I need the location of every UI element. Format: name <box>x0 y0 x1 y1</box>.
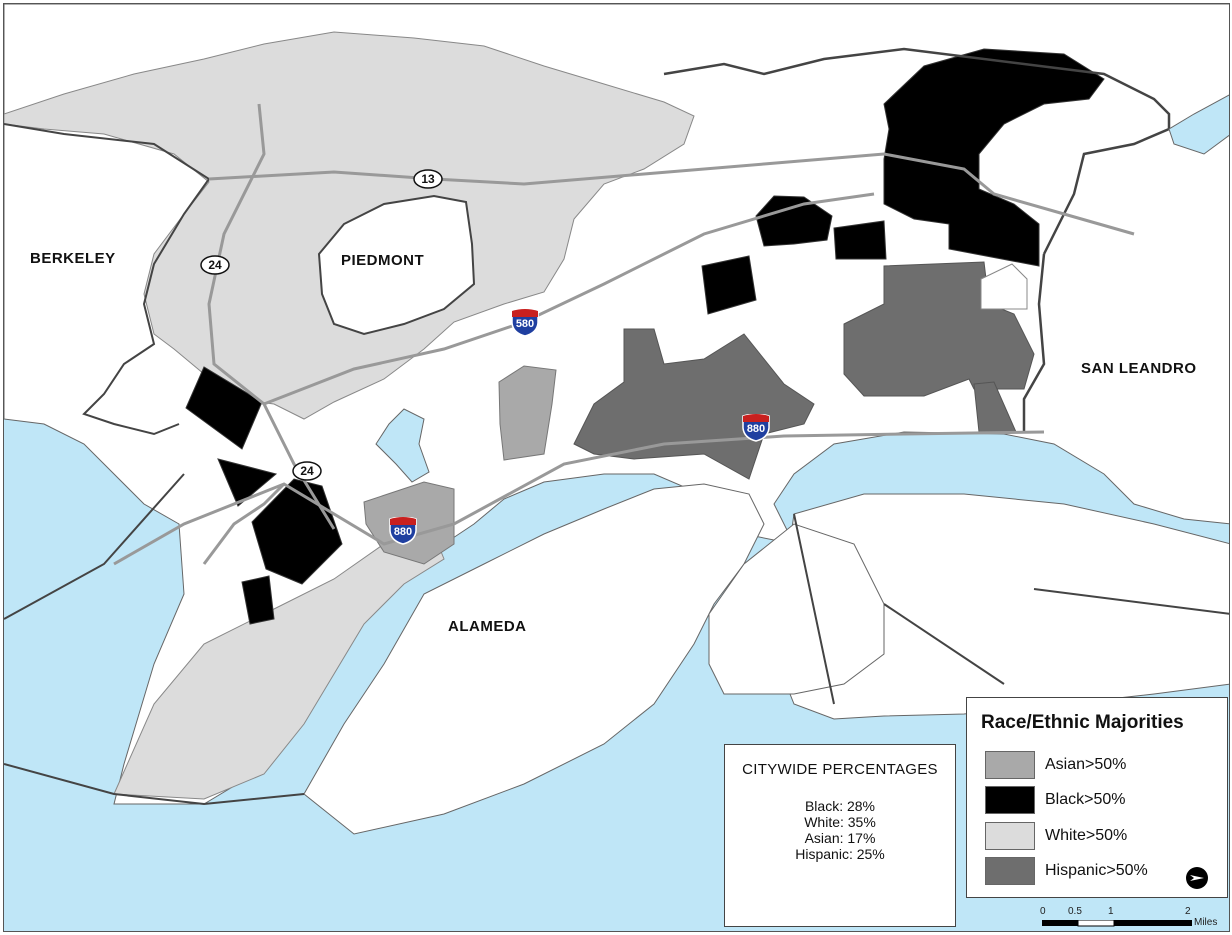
citywide-row-hispanic: Hispanic: 25% <box>795 846 885 862</box>
shield-label-24-south: 24 <box>300 464 314 478</box>
oakland-city-boundary <box>663 47 1171 255</box>
hispanic-majority-fruitvale <box>573 328 815 480</box>
map-canvas <box>4 4 1229 931</box>
state-route-shield-icon-13: 13 <box>413 169 443 189</box>
label-berkeley: BERKELEY <box>30 250 116 267</box>
legend-title: Race/Ethnic Majorities <box>981 712 1184 733</box>
bay-farm-island <box>708 523 885 695</box>
east-white-block-a <box>980 263 1028 310</box>
black-majority-west-b <box>217 458 278 507</box>
highway-980 <box>202 482 286 565</box>
legend-swatch-asian <box>985 751 1035 779</box>
state-route-shield-icon-24-south: 24 <box>292 461 322 481</box>
citywide-row-black: Black: 28% <box>804 798 876 814</box>
interstate-shield-icon-880-west: 880 <box>388 516 418 545</box>
north-arrow-icon <box>1185 866 1209 890</box>
legend-swatch-white <box>985 822 1035 850</box>
black-majority-west-d <box>241 575 275 625</box>
shield-label-880-east: 880 <box>746 423 766 435</box>
shield-label-580: 580 <box>515 318 535 330</box>
legend-label-asian: Asian>50% <box>1045 756 1127 773</box>
label-san-leandro: SAN LEANDRO <box>1081 360 1197 377</box>
legend-label-black: Black>50% <box>1045 791 1126 808</box>
highway-580 <box>263 192 875 406</box>
highway-24 <box>207 103 336 530</box>
citywide-list: Black: 28% White: 35% Asian: 17% Hispani… <box>725 798 955 862</box>
legend-swatch-black <box>985 786 1035 814</box>
white-majority-waterfront <box>113 533 445 800</box>
scale-bar: 0 0.5 1 2 Miles <box>1040 906 1230 932</box>
alameda-island <box>303 483 765 835</box>
highway-880 <box>113 430 1045 566</box>
shield-label-880-west: 880 <box>393 526 413 538</box>
black-majority-east-b <box>833 220 887 260</box>
black-majority-northeast <box>883 48 1105 267</box>
lake-merritt <box>375 408 430 483</box>
legend-box: Race/Ethnic Majorities Asian>50% Black>5… <box>966 697 1228 898</box>
san-leandro-boundary <box>1022 253 1046 432</box>
interstate-shield-icon-880-east: 880 <box>741 413 771 442</box>
shield-label-24-north: 24 <box>208 258 222 272</box>
scale-tick-1: 1 <box>1108 906 1114 917</box>
scale-bar-graphic <box>1042 920 1192 927</box>
berkeley-boundary <box>4 123 211 436</box>
shield-label-13: 13 <box>421 172 435 186</box>
citywide-percentages-box: CITYWIDE PERCENTAGES Black: 28% White: 3… <box>724 744 956 927</box>
scale-tick-05: 0.5 <box>1068 906 1082 917</box>
citywide-title: CITYWIDE PERCENTAGES <box>742 761 938 778</box>
bay-farm-boundary <box>793 513 1229 705</box>
label-piedmont: PIEDMONT <box>341 252 425 269</box>
citywide-row-asian: Asian: 17% <box>804 830 876 846</box>
scale-tick-0: 0 <box>1040 906 1046 917</box>
highway-13 <box>208 152 1135 236</box>
legend-label-white: White>50% <box>1045 827 1128 844</box>
asian-majority-central <box>498 365 557 461</box>
state-route-shield-icon-24-north: 24 <box>200 255 230 275</box>
southwest-boundary <box>4 473 305 806</box>
san-leandro-creek <box>1168 94 1229 155</box>
piedmont-area <box>317 194 476 336</box>
legend-label-hispanic: Hispanic>50% <box>1045 862 1148 879</box>
citywide-row-white: White: 35% <box>804 814 876 830</box>
interstate-shield-icon-580: 580 <box>510 308 540 337</box>
black-majority-east-a <box>755 195 833 247</box>
map-frame: BERKELEY PIEDMONT SAN LEANDRO ALAMEDA 58… <box>3 3 1230 932</box>
scale-tick-2: 2 <box>1185 906 1191 917</box>
legend-swatch-hispanic <box>985 857 1035 885</box>
label-alameda: ALAMEDA <box>448 618 527 635</box>
black-majority-east-c <box>701 255 757 315</box>
scale-units: Miles <box>1194 917 1218 928</box>
